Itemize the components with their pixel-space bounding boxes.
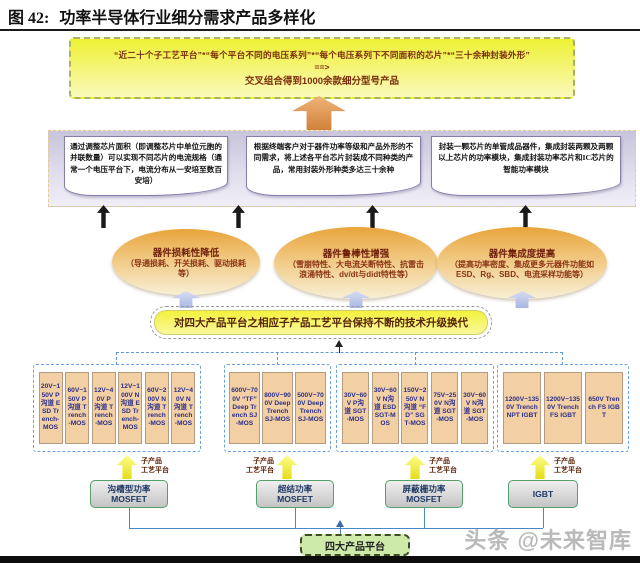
four-platforms-box: 四大产品平台 [300,534,410,556]
platform-box: 75V~250V N沟道 SGT-MOS [431,372,459,444]
figure-title: 功率半导体行业细分需求产品多样化 [59,10,316,27]
platform-group-igbt: 1200V~1350V Trench NPT IGBT 1200V~1350V … [497,364,629,452]
connector-line [295,508,296,528]
product-platform-sj-mosfet: 超结功率 MOSFET [256,480,334,508]
bottom-bar [0,556,640,563]
up-arrow-icon [97,205,110,228]
benefit-ellipse-integration: 器件集成度提高 （提高功率密度、集成更多元器件功能如ESD、Rg、SBD、电流采… [437,227,607,299]
platform-group-sj-mosfet: 600V~700V “TF” Deep Trench SJ-MOS 800V~9… [224,364,331,452]
platform-group-sgt-mosfet: 30V~60V P沟道 SGT-MOS 30V~60V N沟道 ESD SGT-… [336,364,494,452]
combination-factors: “近二十个子工艺平台”*“每个平台不同的电压系列”*“每个电压系列下不同面积的芯… [114,50,530,60]
sub-platform-label-line: 工艺平台 [141,467,169,475]
platform-box: 30V~60V N沟道 ESD SGT-MOS [371,372,399,444]
connector-line [340,527,341,535]
sub-platform-label: 子产品 工艺平台 [429,457,457,476]
sub-platform-label: 子产品 工艺平台 [244,457,274,476]
sub-platform-label-line: 工艺平台 [429,467,457,475]
sub-platform-label-line: 工艺平台 [554,467,582,475]
product-platform-trench-mosfet: 沟槽型功率 MOSFET [90,480,168,508]
connector-line [424,508,425,528]
platform-box: 1200V~1350V Trench NPT IGBT [503,372,541,444]
platform-box: 60V~200V N沟道 Trench-MOS [144,372,169,444]
sub-platform-label-line: 子产品 [141,458,162,465]
note-box-package-types: 根据终端客户对于器件功率等级和产品外形的不同需求，将上述各平台芯片封装成不同种类… [246,136,421,196]
connector-line [543,508,544,528]
ellipse-title: 器件集成度提高 [488,248,556,260]
product-platform-label: 超结功率 [277,483,313,494]
connector-line [338,346,340,353]
platform-box: 800V~900V Deep Trench SJ-MOS [262,372,293,444]
platform-box: 12V~100V N沟道 ESD Trench-MOS [118,372,143,444]
combination-result: 交叉组合得到1000余款细分型号产品 [244,76,400,87]
yellow-up-arrow-icon [405,455,425,479]
ellipse-detail: （导通损耗、开关损耗、驱动损耗等） [126,258,246,278]
product-platform-label: MOSFET [406,494,442,504]
platform-box: 12V~40V P沟道 Trench-MOS [91,372,116,444]
product-platform-igbt: IGBT [508,480,578,508]
benefit-ellipse-robustness: 器件鲁棒性增强 （雪崩特性、大电流关断特性、抗雷击浪涌特性、dv/dt与didt… [274,227,438,299]
ellipse-detail: （雪崩特性、大电流关断特性、抗雷击浪涌特性、dv/dt与didt特性等） [288,259,424,279]
note-box-current-spec: 通过调整芯片面积（即调整芯片中单位元胞的并联数量）可以实现不同芯片的电流规格（通… [64,136,228,196]
sub-platform-label-line: 子产品 [253,458,274,465]
yellow-up-arrow-icon [530,455,550,479]
yellow-up-arrow-icon [117,455,137,479]
benefit-ellipse-loss: 器件损耗性降低 （导通损耗、开关损耗、驱动损耗等） [112,229,260,295]
platform-box: 12V~40V N沟道 Trench-MOS [171,372,196,444]
platform-box: 500V~700V Deep Trench SJ-MOS [295,372,326,444]
ellipse-title: 器件鲁棒性增强 [322,248,390,260]
connector-up-arrow-icon [336,520,344,527]
figure-label: 图 42: [8,10,50,27]
connector-line [116,352,563,353]
connector-line [562,352,563,365]
sub-platform-label: 子产品 工艺平台 [141,457,169,476]
connector-line [116,352,117,365]
sub-platform-label: 子产品 工艺平台 [554,457,582,476]
tech-upgrade-bar-label: 对四大产品平台之相应子产品工艺平台保持不断的技术升级换代 [154,310,488,335]
connector-line [129,508,130,528]
note-box-module-types: 封装一颗芯片的单管成品器件，集成封装两颗及两颗以上芯片的功率模块，集成封装功率芯… [431,136,621,196]
implies-arrow-icon: ==> [314,62,330,72]
connector-up-arrow-icon [335,340,343,347]
sub-platform-label-line: 子产品 [554,458,575,465]
sub-platform-label-line: 子产品 [429,458,450,465]
platform-group-trench-mosfet: 20V~150V P沟道 ESD Trench-MOS 60V~150V P沟道… [33,364,201,452]
product-platform-label: MOSFET [277,494,313,504]
product-platform-label: IGBT [532,488,554,499]
ellipse-title: 器件损耗性降低 [152,247,220,259]
platform-box: 20V~150V P沟道 ESD Trench-MOS [38,372,63,444]
up-arrow-icon [366,205,379,228]
platform-box: 1200V~1350V Trench FS IGBT [544,372,582,444]
big-up-arrow-icon [292,96,346,132]
product-platform-label: MOSFET [111,494,147,504]
platform-box: 30V~60V N沟道 SGT-MOS [461,372,489,444]
tech-upgrade-bar: 对四大产品平台之相应子产品工艺平台保持不断的技术升级换代 [150,306,492,339]
yellow-up-arrow-icon [277,455,297,479]
platform-box: 650V Trench FS IGBT [585,372,623,444]
up-arrow-icon [519,205,532,228]
product-platform-label: 屏蔽栅功率 [402,483,446,494]
platform-box: 600V~700V “TF” Deep Trench SJ-MOS [229,372,260,444]
page-title: 图 42: 功率半导体行业细分需求产品多样化 [8,4,315,28]
up-arrow-icon [232,205,245,228]
combination-summary-box: “近二十个子工艺平台”*“每个平台不同的电压系列”*“每个电压系列下不同面积的芯… [69,37,575,99]
connector-line [415,352,416,365]
title-divider [0,29,640,31]
sub-platform-label-line: 工艺平台 [246,467,274,475]
connector-line [277,352,278,365]
watermark: 头条 @未来智库 [464,528,632,553]
product-platform-label: 沟槽型功率 [107,483,151,494]
connector-line [129,528,543,529]
product-platform-sgt-mosfet: 屏蔽栅功率 MOSFET [385,480,463,508]
platform-box: 60V~150V P沟道 Trench-MOS [65,372,90,444]
platform-box: 30V~60V P沟道 SGT-MOS [341,372,369,444]
platform-box: 150V~250V N沟道 “FD” SGT-MOS [401,372,429,444]
ellipse-detail: （提高功率密度、集成更多元器件功能如ESD、Rg、SBD、电流采样功能等） [450,259,594,279]
